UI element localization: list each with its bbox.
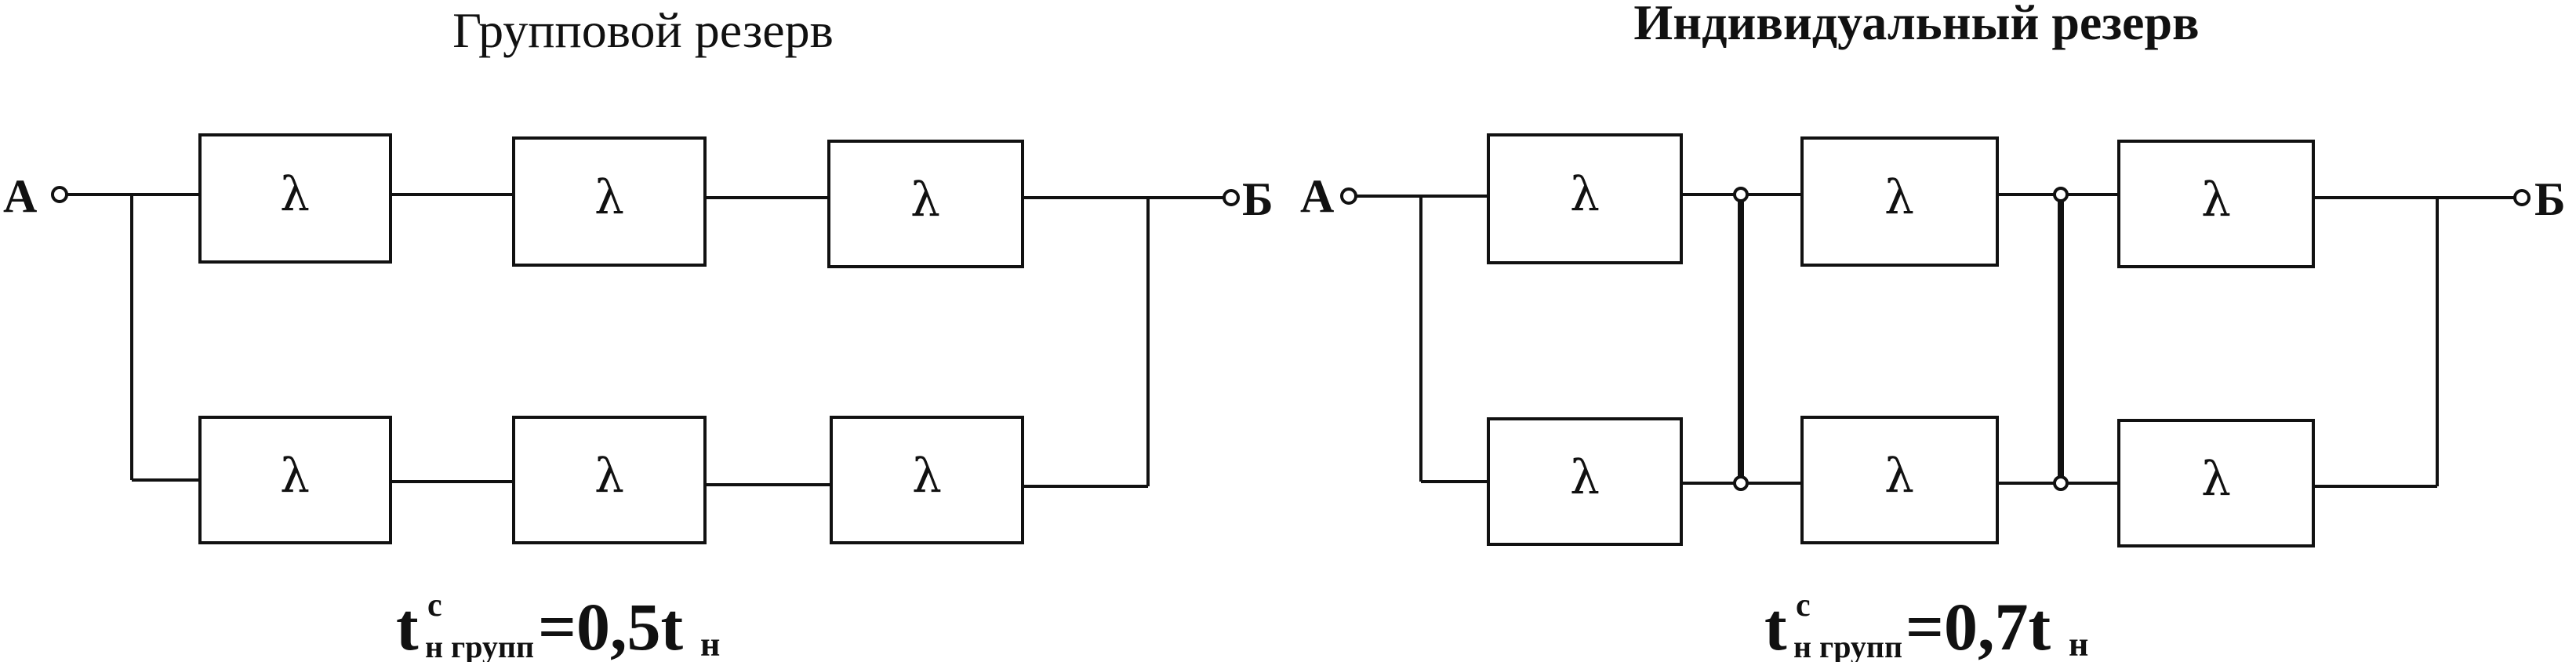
group-formula: t c н групп =0,5t н: [396, 587, 720, 662]
lambda-label: λ: [2201, 173, 2231, 227]
lambda-label: λ: [912, 449, 942, 504]
group-block-bottom-1: λ: [198, 416, 392, 544]
group-block-bottom-2: λ: [512, 416, 707, 544]
group-block-top-1: λ: [198, 133, 392, 264]
group-block-top-2: λ: [512, 136, 707, 267]
group-reserve-diagram: Групповой резерв λ λ λ: [3, 2, 1273, 662]
terminal-a-node: [1340, 187, 1357, 205]
lambda-label: λ: [280, 449, 310, 504]
group-block-top-3: λ: [827, 140, 1024, 268]
lambda-label: λ: [1884, 170, 1914, 225]
svg-text:c: c: [1796, 587, 1811, 624]
individual-block-bottom-1: λ: [1487, 417, 1683, 546]
lambda-label: λ: [280, 167, 310, 222]
individual-block-bottom-2: λ: [1800, 416, 1999, 544]
junction-node: [1733, 187, 1749, 202]
lambda-label: λ: [1570, 167, 1600, 222]
terminal-b-node: [1223, 189, 1240, 206]
lambda-label: λ: [594, 449, 624, 504]
terminal-b: Б: [2534, 173, 2566, 225]
individual-reserve-title: Индивидуальный резерв: [1633, 0, 2199, 50]
individual-formula: t c н групп =0,7t н: [1764, 587, 2088, 662]
lambda-label: λ: [910, 173, 940, 227]
lambda-label: λ: [2201, 452, 2231, 507]
group-reserve-title: Групповой резерв: [452, 2, 834, 58]
junction-node: [2053, 475, 2069, 491]
svg-text:=0,5t: =0,5t: [538, 589, 684, 662]
svg-text:t: t: [396, 589, 419, 662]
svg-text:н: н: [700, 625, 720, 662]
individual-wiring: [1354, 193, 2516, 488]
lambda-label: λ: [1884, 449, 1914, 504]
svg-text:=0,7t: =0,7t: [1906, 589, 2051, 662]
individual-reserve-diagram: Индивидуальный резерв λ λ λ: [1300, 0, 2566, 662]
svg-text:н групп: н групп: [1793, 629, 1902, 662]
individual-block-top-2: λ: [1800, 136, 1999, 267]
svg-text:c: c: [427, 587, 442, 624]
terminal-b: Б: [1242, 173, 1273, 225]
terminal-b-node: [2513, 189, 2531, 206]
terminal-a-node: [51, 186, 68, 203]
svg-text:t: t: [1764, 589, 1787, 662]
group-block-bottom-3: λ: [830, 416, 1024, 544]
lambda-label: λ: [594, 170, 624, 225]
svg-text:н: н: [2069, 625, 2088, 662]
junction-node: [2053, 187, 2069, 202]
terminal-a: А: [3, 170, 37, 222]
junction-node: [1733, 475, 1749, 491]
terminal-a: А: [1300, 170, 1334, 222]
svg-text:н групп: н групп: [425, 629, 534, 662]
individual-block-top-3: λ: [2117, 140, 2315, 268]
individual-block-top-1: λ: [1487, 133, 1683, 264]
individual-block-bottom-3: λ: [2117, 419, 2315, 547]
group-wiring: [66, 193, 1225, 488]
lambda-label: λ: [1570, 450, 1600, 505]
